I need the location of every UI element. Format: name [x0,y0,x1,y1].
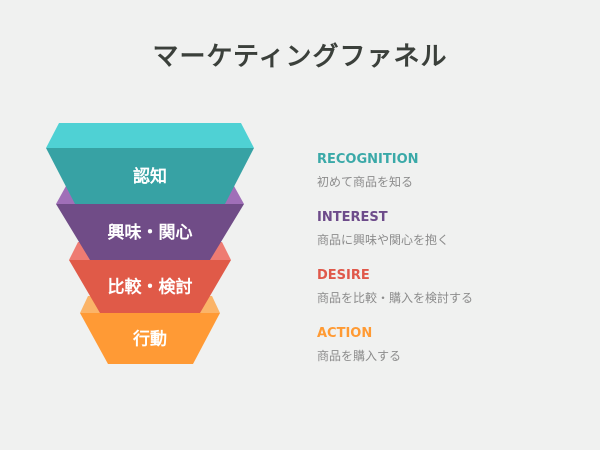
funnel-layer-front [46,148,254,204]
stage-name: ACTION [317,326,373,341]
funnel-layer-front [69,260,231,313]
funnel-layer-front [80,313,220,364]
stage-name: RECOGNITION [317,152,419,167]
stage-interest: INTEREST 商品に興味や関心を抱く [317,210,449,248]
stage-name: INTEREST [317,210,388,225]
funnel-layer-label: 行動 [132,329,167,350]
stage-description: 初めて商品を知る [317,175,414,189]
stage-description: 商品を購入する [317,349,402,363]
stage-recognition: RECOGNITION 初めて商品を知る [317,152,419,190]
stage-action: ACTION 商品を購入する [317,326,401,364]
stage-description: 商品に興味や関心を抱く [317,233,450,247]
funnel-layer-front [56,204,244,260]
page-title: マーケティングファネル [152,42,448,72]
funnel-layer-label: 興味・関心 [108,222,193,243]
funnel-layer-label: 認知 [133,166,167,187]
funnel-layer-recognition: 認知 [46,123,254,204]
stage-description: 商品を比較・購入を検討する [317,291,474,305]
stage-desire: DESIRE 商品を比較・購入を検討する [317,268,473,306]
stage-name: DESIRE [317,268,370,283]
funnel-layer-label: 比較・検討 [108,277,193,298]
funnel-layer-top [46,123,254,148]
